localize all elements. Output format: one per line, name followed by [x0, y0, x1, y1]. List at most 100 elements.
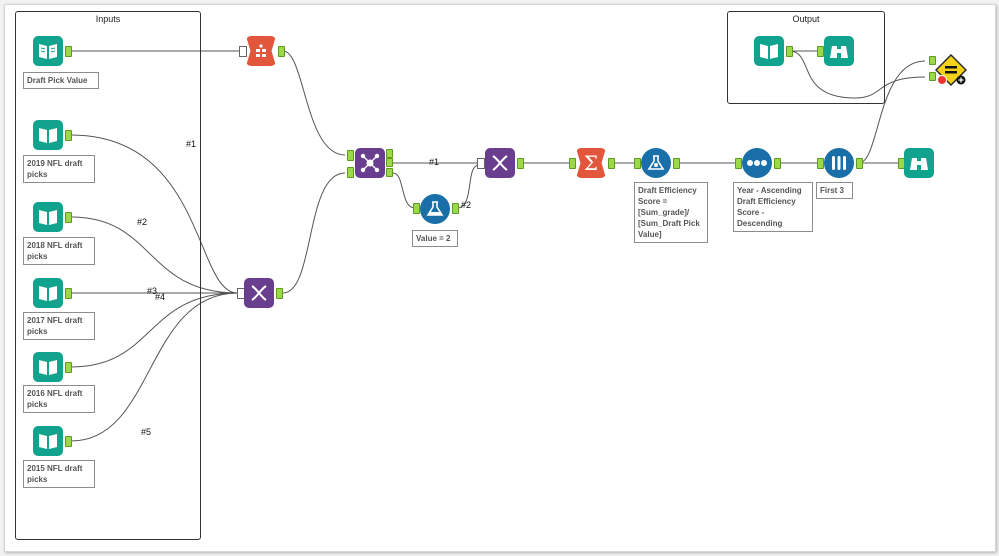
output-anchor[interactable]	[856, 158, 863, 169]
test-input-anchor-false[interactable]	[929, 72, 936, 81]
dna-icon	[251, 285, 267, 301]
join-out-j-anchor[interactable]	[386, 158, 393, 167]
join-icon	[360, 153, 380, 173]
output-anchor[interactable]	[774, 158, 781, 169]
input-data-tool-output[interactable]	[754, 36, 784, 66]
sort-icon	[747, 160, 767, 166]
input-data-tool-2018[interactable]	[33, 202, 63, 232]
input-anchor[interactable]	[735, 158, 742, 169]
wire-label-3: #3	[147, 286, 158, 296]
input-data-tool-2016[interactable]	[33, 352, 63, 382]
label-draft-pick-value: Draft Pick Value	[23, 72, 99, 89]
wire-sample-test	[858, 60, 926, 164]
join-wire-label-2: #2	[461, 200, 472, 210]
wire-label-1: #1	[186, 139, 197, 149]
output-anchor[interactable]	[452, 203, 459, 214]
label-filter-value: Value = 2	[412, 230, 458, 247]
label-2018-nfl: 2018 NFL draft picks	[23, 237, 95, 265]
browse-tool[interactable]	[904, 148, 934, 178]
binoculars-icon	[830, 46, 848, 58]
sigma-icon: Σ	[583, 151, 599, 175]
label-2015-nfl: 2015 NFL draft picks	[23, 460, 95, 488]
wire-2016-union	[70, 292, 239, 368]
join-out-r-anchor[interactable]	[386, 168, 393, 177]
wire-out-test	[788, 50, 926, 99]
wire-union-join	[282, 172, 346, 294]
error-icon	[937, 75, 947, 85]
inputs-container[interactable]: Inputs	[15, 11, 201, 540]
output-anchor[interactable]	[673, 158, 680, 169]
join-left-input-anchor[interactable]	[347, 150, 354, 161]
union-tool[interactable]	[244, 278, 274, 308]
label-sort: Year - Ascending Draft Efficiency Score …	[733, 182, 813, 232]
select-icon	[256, 44, 266, 57]
test-input-anchor-true[interactable]	[929, 56, 936, 65]
wire-label-4: #4	[155, 292, 166, 302]
union-tool-2[interactable]	[485, 148, 515, 178]
book-icon	[39, 360, 57, 375]
input-data-tool-draft-pick-value[interactable]	[33, 36, 63, 66]
inputs-container-title: Inputs	[95, 14, 121, 24]
output-anchor[interactable]	[276, 288, 283, 299]
wire-2015-union	[70, 292, 239, 442]
input-anchor[interactable]	[569, 158, 576, 169]
input-data-tool-2015[interactable]	[33, 426, 63, 456]
book-icon	[39, 434, 57, 449]
output-anchor[interactable]	[608, 158, 615, 169]
output-container-title: Output	[792, 14, 820, 24]
output-anchor[interactable]	[65, 46, 72, 57]
input-anchor[interactable]	[239, 46, 247, 57]
label-2019-nfl: 2019 NFL draft picks	[23, 155, 95, 183]
workflow-canvas[interactable]: Inputs Output Draft Pick Value 2019 NFL …	[4, 4, 996, 552]
filter-tool[interactable]	[420, 194, 450, 224]
flask-icon	[647, 155, 665, 170]
book-icon	[760, 44, 778, 59]
book-icon	[39, 128, 57, 143]
output-anchor[interactable]	[517, 158, 524, 169]
input-anchor[interactable]	[477, 158, 485, 169]
test-tubes-icon	[832, 156, 846, 170]
output-anchor[interactable]	[65, 362, 72, 373]
book-icon	[39, 44, 57, 59]
browse-tool-output[interactable]	[824, 36, 854, 66]
output-anchor[interactable]	[65, 288, 72, 299]
join-wire-label-1: #1	[429, 157, 440, 167]
dna-icon	[492, 155, 508, 171]
input-data-tool-2019[interactable]	[33, 120, 63, 150]
add-icon[interactable]	[956, 75, 966, 85]
input-anchor[interactable]	[413, 203, 420, 214]
input-anchor[interactable]	[817, 46, 824, 57]
sample-tool[interactable]	[824, 148, 854, 178]
label-2017-nfl: 2017 NFL draft picks	[23, 312, 95, 340]
summarize-tool[interactable]: Σ	[576, 148, 606, 178]
book-icon	[39, 286, 57, 301]
output-anchor[interactable]	[786, 46, 793, 57]
join-tool[interactable]	[355, 148, 385, 178]
formula-tool[interactable]	[641, 148, 671, 178]
join-out-l-anchor[interactable]	[386, 149, 393, 158]
wire-joinR-filter	[392, 172, 416, 209]
wire-label-5: #5	[141, 427, 152, 437]
wire-label-2: #2	[137, 217, 148, 227]
connection-wires	[70, 50, 926, 442]
label-formula: Draft Efficiency Score = [Sum_grade]/ [S…	[634, 182, 708, 243]
sort-tool[interactable]	[742, 148, 772, 178]
book-icon	[39, 210, 57, 225]
output-anchor[interactable]	[65, 436, 72, 447]
label-2016-nfl: 2016 NFL draft picks	[23, 385, 95, 413]
output-anchor[interactable]	[65, 130, 72, 141]
flask-icon	[426, 201, 444, 216]
select-tool[interactable]	[246, 36, 276, 66]
binoculars-icon	[910, 158, 928, 170]
join-right-input-anchor[interactable]	[347, 167, 354, 178]
wire-2019-union	[70, 134, 239, 294]
output-anchor[interactable]	[65, 212, 72, 223]
input-anchor[interactable]	[817, 158, 824, 169]
wire-filter-union2	[456, 164, 480, 209]
input-data-tool-2017[interactable]	[33, 278, 63, 308]
output-anchor[interactable]	[278, 46, 285, 57]
label-sample: First 3	[816, 182, 853, 199]
input-anchor[interactable]	[634, 158, 641, 169]
wire-2018-union	[70, 216, 239, 294]
output-container[interactable]: Output	[727, 11, 885, 104]
